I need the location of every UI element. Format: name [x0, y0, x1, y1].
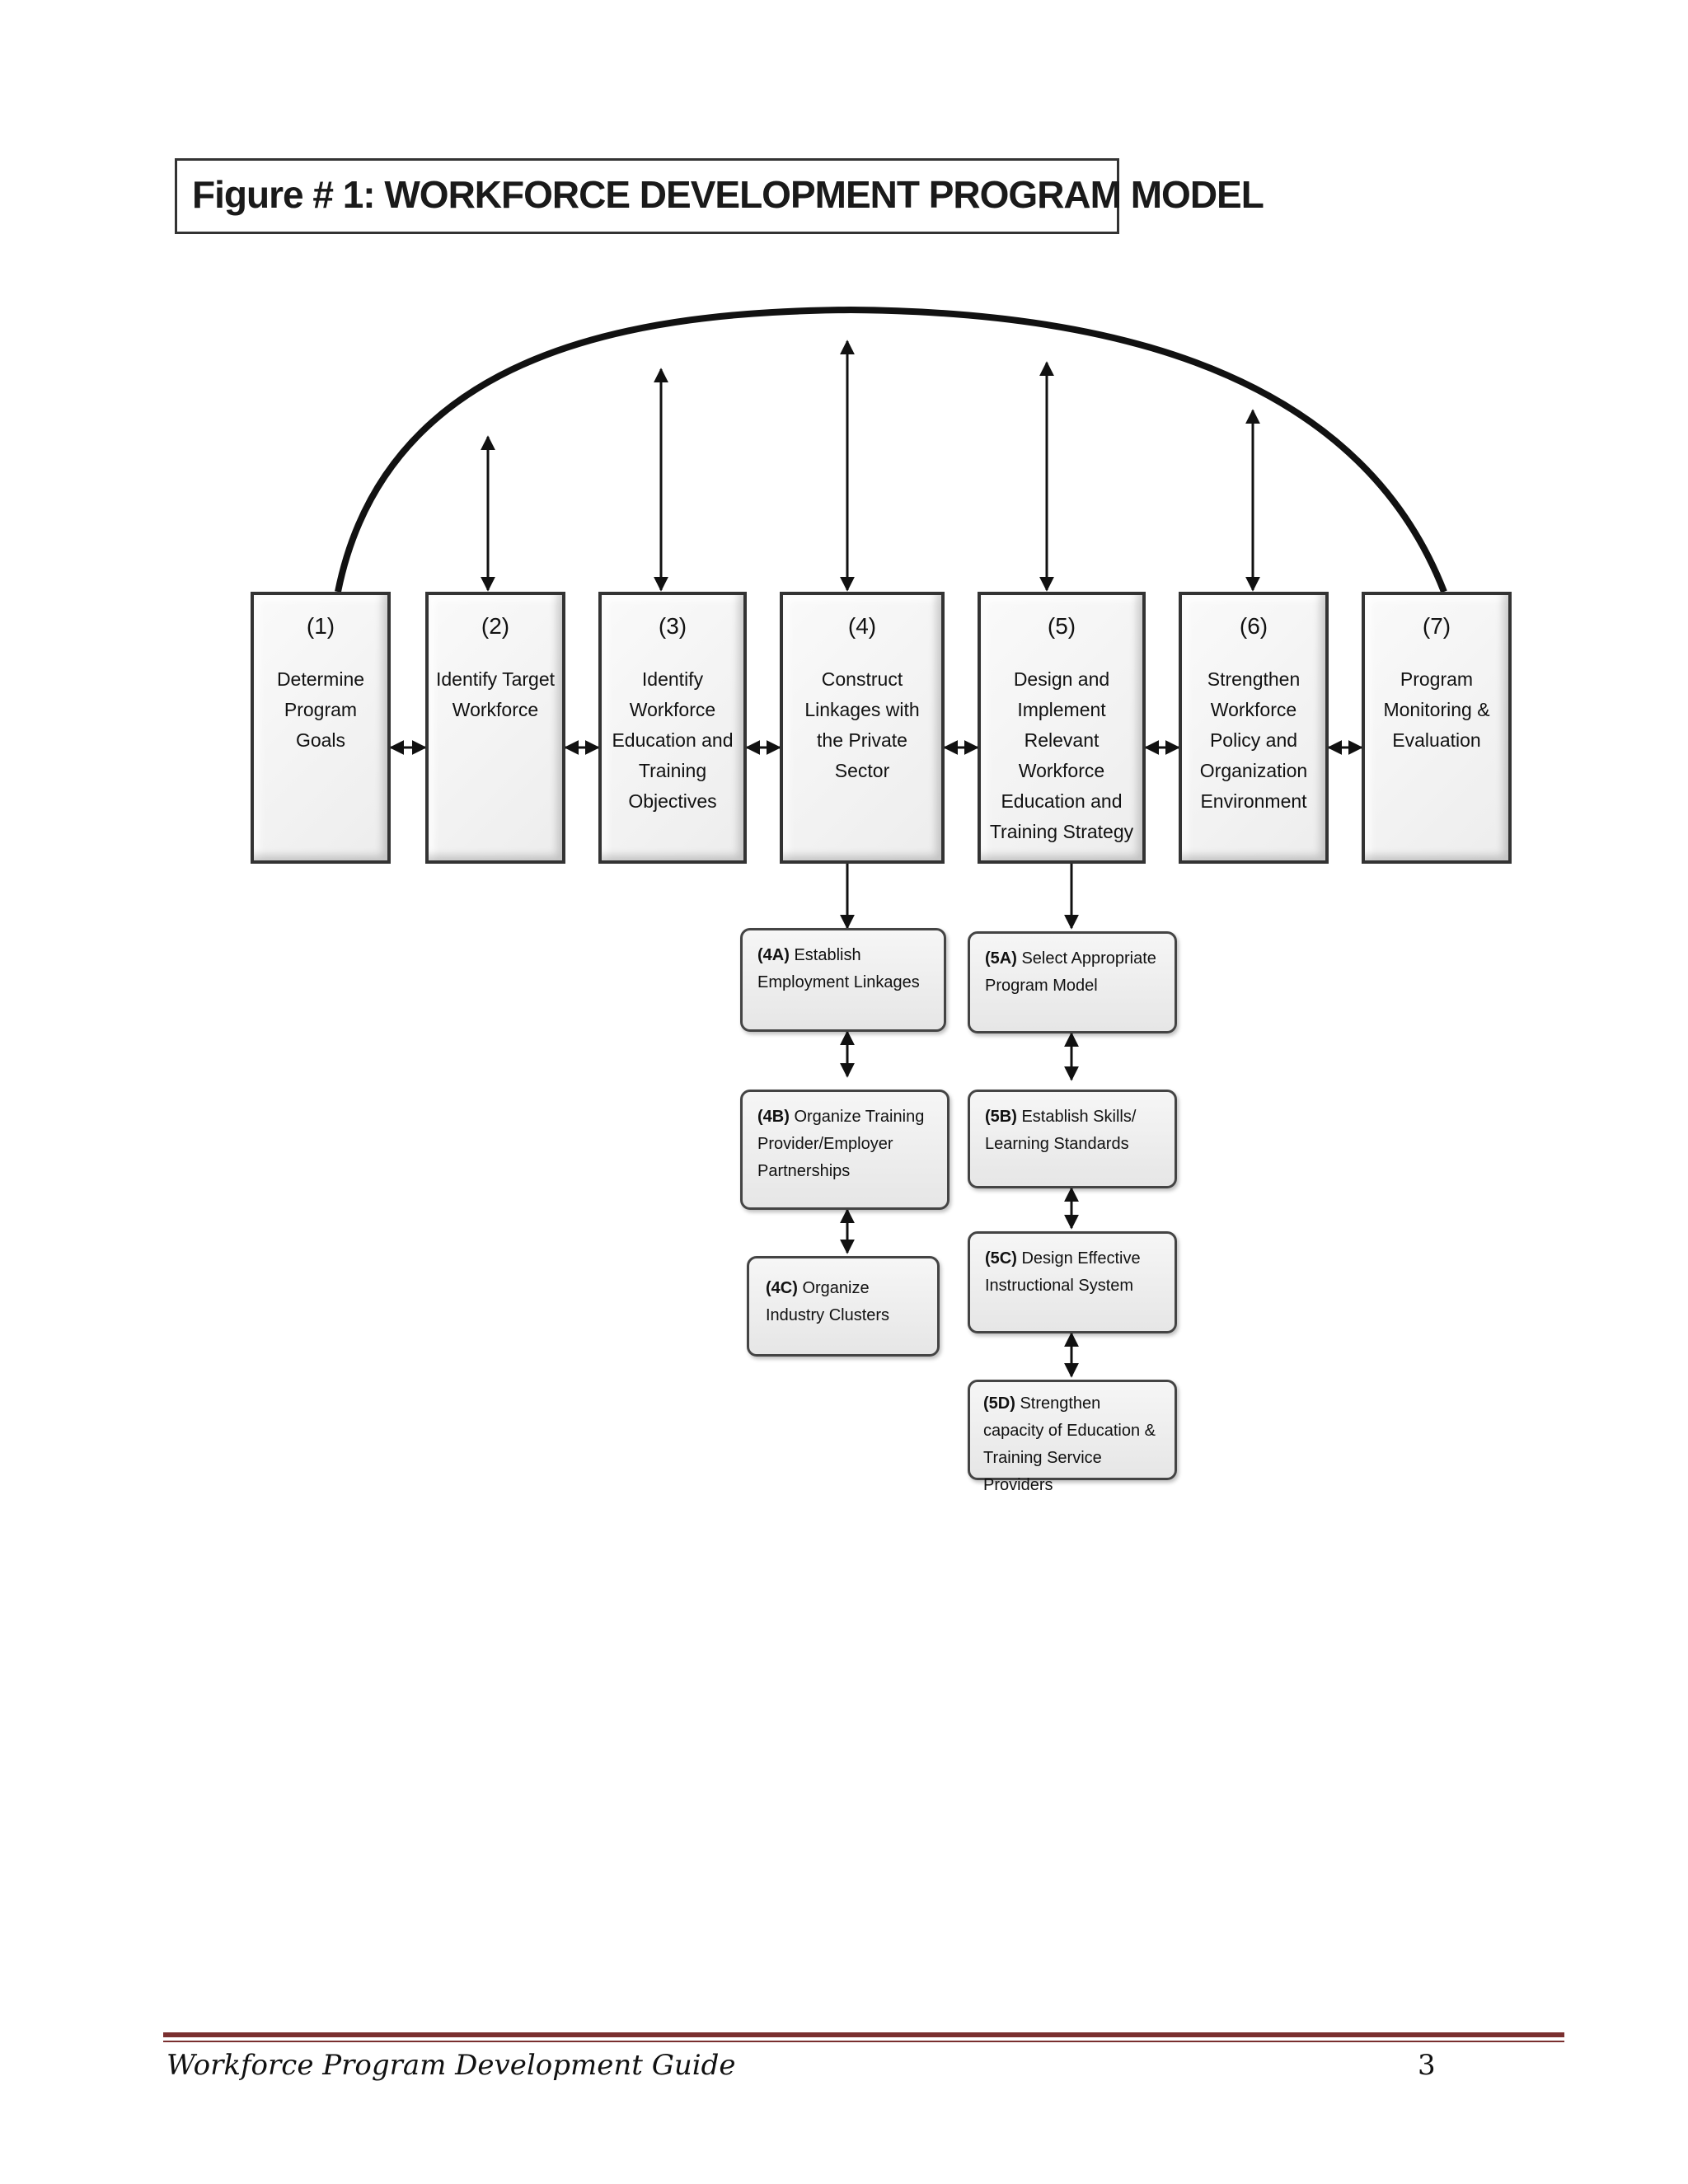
substep-text: (5C) Design Effective Instructional Syst… [985, 1245, 1160, 1300]
substep-4c: (4C) Organize Industry Clusters [747, 1256, 940, 1357]
footer-title: Workforce Program Development Guide [166, 2049, 736, 2082]
step-box-5: (5) Design and Implement Relevant Workfo… [978, 592, 1146, 864]
step-box-6: (6) Strengthen Workforce Policy and Orga… [1179, 592, 1329, 864]
substep-label: Design Effective Instructional System [985, 1249, 1141, 1295]
feedback-arc [335, 306, 1447, 593]
substep-text: (5D) Strengthen capacity of Education & … [983, 1390, 1161, 1499]
step-number: (7) [1422, 613, 1451, 639]
substep-text: (4B) Organize Training Provider/Employer… [757, 1104, 932, 1185]
substep-text: (5B) Establish Skills/ Learning Standard… [985, 1104, 1160, 1158]
substep-label: Organize Industry Clusters [766, 1279, 890, 1324]
substep-id: (5A) [985, 949, 1017, 968]
substep-5c: (5C) Design Effective Instructional Syst… [968, 1231, 1177, 1333]
substep-id: (5B) [985, 1108, 1017, 1126]
step-number: (3) [658, 613, 687, 639]
step-label: Design and Implement Relevant Workforce … [989, 668, 1134, 842]
substep-id: (5C) [985, 1249, 1017, 1268]
step-box-3: (3) Identify Workforce Education and Tra… [598, 592, 747, 864]
step-number: (6) [1239, 613, 1268, 639]
substep-label: Strengthen capacity of Education & Train… [983, 1394, 1156, 1494]
step-label: Determine Program Goals [276, 668, 365, 751]
substep-id: (4B) [757, 1108, 790, 1126]
step-label: Identify Target Workforce [435, 668, 556, 720]
substep-5b: (5B) Establish Skills/ Learning Standard… [968, 1090, 1177, 1188]
page-number: 3 [1418, 2049, 1436, 2082]
figure-title: Figure # 1: WORKFORCE DEVELOPMENT PROGRA… [192, 173, 1264, 216]
step-box-4: (4) Construct Linkages with the Private … [780, 592, 945, 864]
substep-label: Select Appropriate Program Model [985, 949, 1156, 995]
step-number: (4) [847, 613, 877, 639]
substep-5d: (5D) Strengthen capacity of Education & … [968, 1380, 1177, 1494]
step-label: Strengthen Workforce Policy and Organiza… [1199, 668, 1308, 812]
step-number: (2) [481, 613, 510, 639]
substep-text: (4A) Establish Employment Linkages [757, 942, 929, 996]
footer-rule-thin [163, 2041, 1564, 2042]
step-number: (5) [1047, 613, 1076, 639]
substep-5a: (5A) Select Appropriate Program Model [968, 931, 1177, 1033]
step-number: (1) [306, 613, 335, 639]
figure-title-box: Figure # 1: WORKFORCE DEVELOPMENT PROGRA… [175, 158, 1264, 234]
substep-text: (5A) Select Appropriate Program Model [985, 945, 1160, 1000]
substep-id: (5D) [983, 1394, 1015, 1413]
substep-text: (4C) Organize Industry Clusters [766, 1275, 921, 1329]
step-label: Identify Workforce Education and Trainin… [612, 668, 734, 812]
footer-rule [163, 2032, 1564, 2037]
substep-4b: (4B) Organize Training Provider/Employer… [740, 1090, 950, 1210]
substep-id: (4A) [757, 946, 790, 964]
substep-label: Organize Training Provider/Employer Part… [757, 1108, 925, 1180]
step-box-2: (2) Identify Target Workforce [425, 592, 565, 864]
step-box-7: (7) Program Monitoring & Evaluation [1362, 592, 1512, 864]
substep-4a: (4A) Establish Employment Linkages [740, 928, 946, 1032]
substep-label: Establish Skills/ Learning Standards [985, 1108, 1137, 1153]
substep-id: (4C) [766, 1279, 798, 1297]
step-label: Program Monitoring & Evaluation [1383, 668, 1490, 751]
substep-label: Establish Employment Linkages [757, 946, 920, 991]
step-label: Construct Linkages with the Private Sect… [804, 668, 920, 781]
step-box-1: (1) Determine Program Goals [251, 592, 391, 864]
